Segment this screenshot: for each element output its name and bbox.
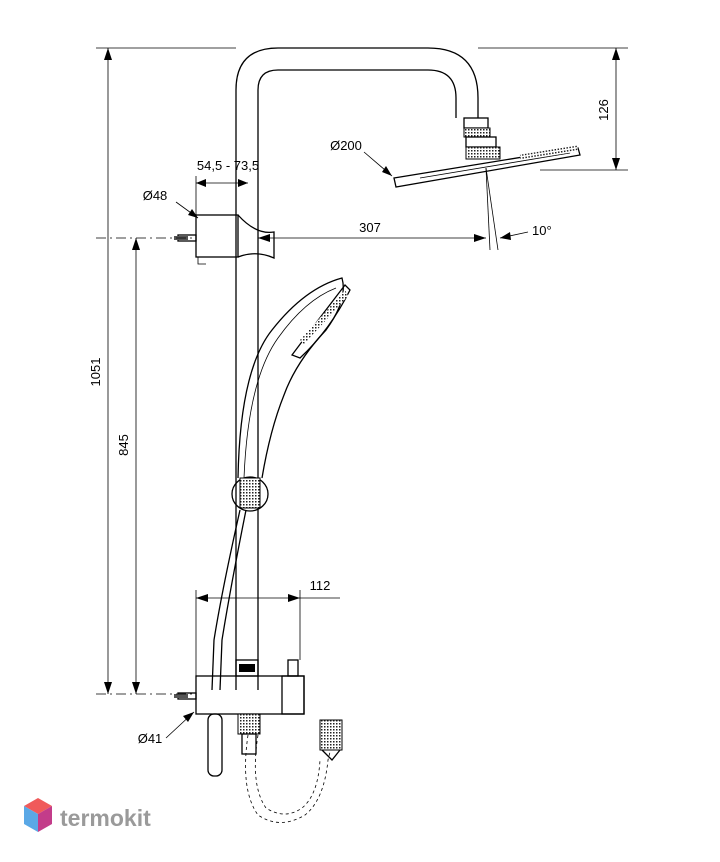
bracket-diameter-callout: Ø48 (143, 188, 199, 219)
brand-name: termokit (60, 805, 151, 831)
overhead-shower-head (393, 117, 581, 188)
hand-shower (231, 277, 351, 512)
mixer-depth-label: 112 (310, 578, 331, 593)
head-diameter-label: Ø200 (330, 138, 362, 153)
inlet-height-label: 845 (116, 434, 131, 456)
dim-head-drop: 126 (478, 47, 628, 171)
hose-connector (319, 719, 343, 761)
tilt-angle-label: 10° (532, 223, 552, 238)
dim-total-height: 1051 (88, 47, 236, 694)
shower-hose (211, 509, 331, 823)
bracket-range-label: 54,5 - 73,5 (197, 158, 259, 173)
mixer-diameter-callout: Ø41 (138, 711, 195, 746)
arm-reach-label: 307 (359, 220, 381, 235)
head-diameter-callout: Ø200 (330, 138, 393, 177)
dim-arm-reach: 307 (258, 167, 499, 251)
cube-icon (24, 798, 52, 832)
dim-tilt-angle: 10° (499, 223, 552, 240)
dim-mixer-depth: 112 (195, 578, 340, 676)
wall-bracket (174, 214, 275, 265)
head-drop-label: 126 (596, 99, 611, 121)
dim-inlet-height: 845 (116, 238, 140, 694)
riser-pipe (235, 47, 479, 690)
dim-bracket-range: 54,5 - 73,5 (195, 158, 259, 215)
mixer-diameter-label: Ø41 (138, 731, 163, 746)
bracket-diameter-label: Ø48 (143, 188, 168, 203)
mixer-body (174, 659, 305, 777)
termokit-logo: termokit (24, 798, 151, 832)
total-height-label: 1051 (88, 358, 103, 387)
